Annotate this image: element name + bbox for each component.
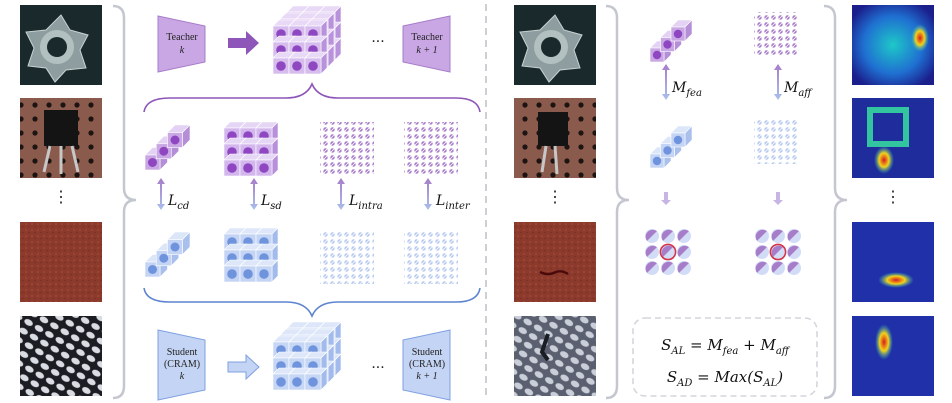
left-bracket (112, 4, 137, 400)
down-arrow-fea (661, 192, 671, 205)
teacher-inter-feature (404, 122, 458, 176)
formula-al: SAL = Mfea + Maff (661, 336, 791, 357)
svg-text:k: k (180, 45, 185, 56)
heatmap-grid (852, 316, 934, 396)
student-forward-arrow (227, 353, 260, 381)
student-k-block: Student (CRAM) k (157, 329, 206, 401)
student-k1-block: Student (CRAM) k + 1 (402, 329, 451, 401)
test-image-transistor (514, 98, 596, 178)
teacher-forward-arrow (228, 31, 259, 55)
loss-intra: Lintra (337, 178, 383, 212)
loss-inter: Linter (424, 178, 471, 212)
test-student-channel-feature (649, 125, 693, 169)
svg-text:Teacher: Teacher (411, 32, 443, 43)
student-feature-cube (272, 321, 342, 391)
svg-text:k: k (180, 371, 185, 382)
anomaly-map-fea (645, 229, 691, 275)
test-teacher-spatial-feature (754, 12, 798, 56)
loss-cd: Lcd (157, 178, 189, 212)
teacher-intra-feature (320, 122, 374, 176)
test-image-leather (514, 222, 596, 302)
svg-text:Lintra: Lintra (348, 193, 383, 212)
teacher-spatial-feature (223, 121, 279, 177)
left-image-dots: ⋮ (53, 187, 69, 206)
heatmap-leather (852, 222, 934, 302)
heatmap-dots: ⋮ (885, 187, 901, 206)
input-image-grid (20, 316, 102, 396)
input-image-transistor (20, 98, 102, 178)
student-spatial-feature (223, 227, 279, 283)
map-aff-arrow: Maff (774, 64, 813, 100)
anomaly-map-aff (755, 229, 801, 275)
student-inter-feature (404, 230, 458, 284)
svg-text:Student: Student (167, 347, 198, 358)
teacher-k-block: Teacher k (157, 15, 206, 73)
svg-text:(CRAM): (CRAM) (164, 359, 200, 370)
formula-box (632, 317, 818, 397)
test-student-spatial-feature (754, 120, 798, 164)
svg-text:Student: Student (412, 347, 443, 358)
right-bracket-right (823, 4, 848, 400)
teacher-k1-block: Teacher k + 1 (402, 15, 451, 73)
right-bracket-left (605, 4, 630, 400)
student-channel-feature (144, 231, 191, 278)
heatmap-nut (852, 5, 934, 85)
right-image-dots: ⋮ (547, 187, 563, 206)
svg-text:k + 1: k + 1 (416, 45, 437, 56)
teacher-channel-feature (144, 124, 191, 171)
teacher-ellipsis: ··· (371, 34, 384, 50)
loss-sd: Lsd (250, 178, 282, 212)
student-brace (143, 287, 481, 319)
test-teacher-channel-feature (649, 19, 693, 63)
student-ellipsis: ··· (371, 360, 384, 376)
svg-text:Maff: Maff (783, 80, 813, 99)
input-image-nut (20, 5, 102, 85)
down-arrow-aff (773, 192, 783, 205)
svg-text:(CRAM): (CRAM) (409, 359, 445, 370)
teacher-brace (143, 81, 481, 113)
input-image-leather (20, 222, 102, 302)
heatmap-transistor (852, 98, 934, 178)
test-image-nut (514, 5, 596, 85)
formula-ad: SAD = Max(SAL) (667, 368, 783, 389)
teacher-feature-cube (272, 5, 342, 75)
svg-text:k + 1: k + 1 (416, 371, 437, 382)
test-image-grid (514, 316, 596, 396)
svg-text:Linter: Linter (435, 193, 471, 212)
svg-text:Teacher: Teacher (166, 32, 198, 43)
student-intra-feature (320, 230, 374, 284)
svg-text:Lcd: Lcd (167, 193, 189, 212)
map-fea-arrow: Mfea (662, 64, 702, 100)
svg-text:Lsd: Lsd (260, 193, 282, 212)
svg-text:Mfea: Mfea (671, 80, 702, 99)
